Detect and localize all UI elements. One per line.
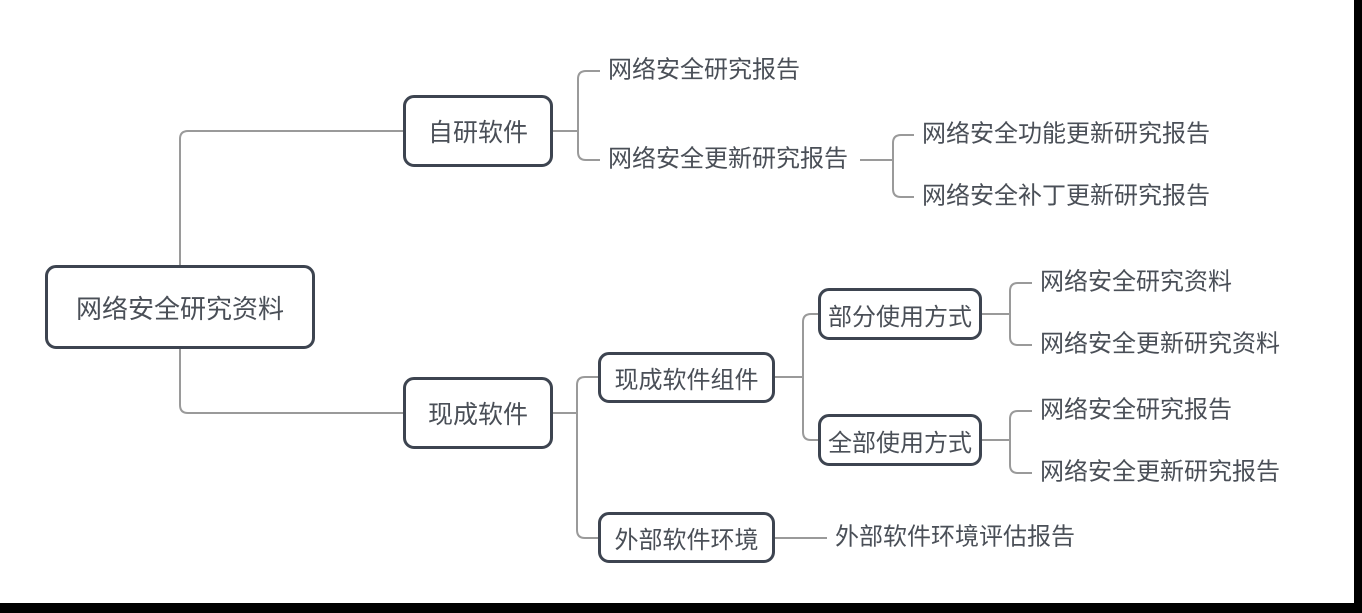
mindmap-node-offtheshelf-software-components[interactable]: 现成软件组件 <box>598 352 775 403</box>
mindmap-node-root[interactable]: 网络安全研究资料 <box>45 265 315 349</box>
mindmap-node-full-security-research-report[interactable]: 网络安全研究报告 <box>1040 396 1232 424</box>
mindmap-node-partial-usage-mode[interactable]: 部分使用方式 <box>818 288 982 340</box>
mindmap-node-partial-security-research-material[interactable]: 网络安全研究资料 <box>1040 268 1232 296</box>
mindmap-node-external-environment-assessment-report[interactable]: 外部软件环境评估报告 <box>835 523 1075 551</box>
screen-bezel-bottom <box>0 603 1362 613</box>
connector-edge <box>179 349 403 414</box>
mindmap-node-function-update-research-report[interactable]: 网络安全功能更新研究报告 <box>922 120 1210 148</box>
mindmap-node-security-update-research-report[interactable]: 网络安全更新研究报告 <box>608 145 848 173</box>
connector-edge <box>1009 410 1032 474</box>
screen-bezel-right <box>1354 0 1362 613</box>
connector-edge <box>179 130 403 265</box>
mindmap-node-self-developed-software[interactable]: 自研软件 <box>403 95 553 167</box>
mindmap-node-full-security-update-research-report[interactable]: 网络安全更新研究报告 <box>1040 458 1280 486</box>
connector-edge <box>1009 282 1032 346</box>
mindmap-node-full-usage-mode[interactable]: 全部使用方式 <box>818 414 982 466</box>
connector-edge <box>802 313 818 441</box>
mindmap-node-external-software-environment[interactable]: 外部软件环境 <box>598 512 775 563</box>
connector-edge <box>892 134 914 198</box>
connector-edge <box>576 376 598 539</box>
mindmap-node-security-research-report[interactable]: 网络安全研究报告 <box>608 56 800 84</box>
connector-edge <box>577 70 600 161</box>
mindmap-node-offtheshelf-software[interactable]: 现成软件 <box>403 377 553 449</box>
mindmap-node-partial-security-update-research-material[interactable]: 网络安全更新研究资料 <box>1040 330 1280 358</box>
mindmap-node-patch-update-research-report[interactable]: 网络安全补丁更新研究报告 <box>922 182 1210 210</box>
